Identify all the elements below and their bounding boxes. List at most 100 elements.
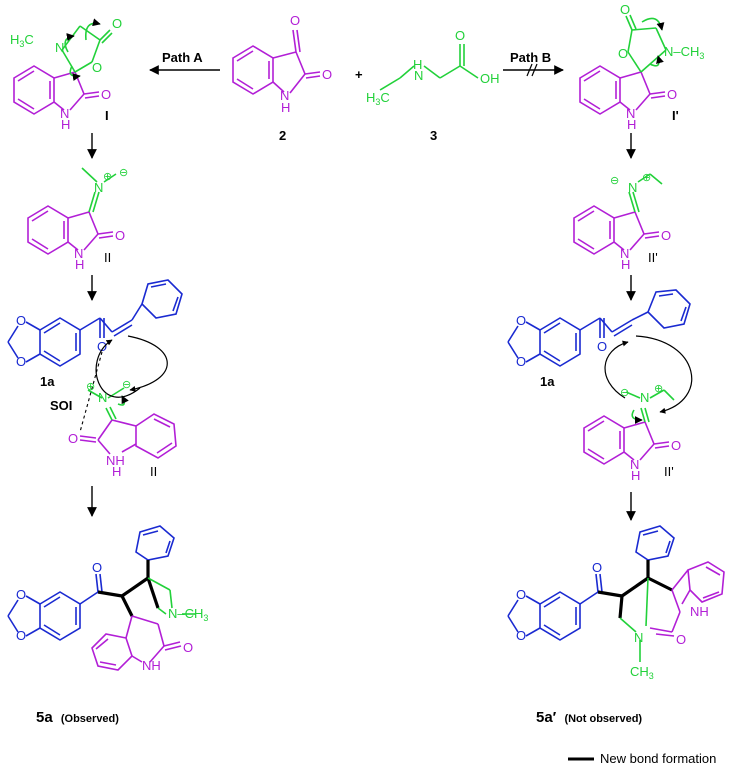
ylide-II-assembly bbox=[79, 335, 177, 459]
5a-o2: O bbox=[16, 628, 26, 643]
isatin-amide-o: O bbox=[322, 67, 332, 82]
sarcosine-methyl: H3C bbox=[366, 90, 390, 107]
5a-o1: O bbox=[16, 587, 26, 602]
II-minus: ⊖ bbox=[119, 167, 128, 179]
sarcosine-nh: H bbox=[413, 57, 422, 72]
1a-right-carbonyl: O bbox=[597, 339, 607, 354]
5ap-amide-o: O bbox=[676, 632, 686, 647]
1a-left-o2: O bbox=[16, 354, 26, 369]
II-asm-h: H bbox=[112, 464, 121, 479]
II-asm-o: O bbox=[68, 431, 78, 446]
II-n: N bbox=[94, 180, 103, 195]
5ap-o2: O bbox=[516, 628, 526, 643]
oxazolidinone-I bbox=[13, 18, 113, 115]
label-II-assembly: II bbox=[150, 464, 157, 479]
I-h: H bbox=[61, 117, 70, 132]
label-II: II bbox=[104, 250, 111, 265]
5ap-o1: O bbox=[516, 587, 526, 602]
5ap-n: N bbox=[634, 630, 643, 645]
5ap-ch3: CH3 bbox=[630, 664, 654, 681]
1a-left-carbonyl: O bbox=[97, 339, 107, 354]
sarcosine-o: O bbox=[455, 28, 465, 43]
1a-right-o1: O bbox=[516, 313, 526, 328]
chalcone-1a-left bbox=[7, 279, 183, 367]
label-I-prime: I' bbox=[672, 108, 679, 123]
II-asm-n: N bbox=[98, 390, 107, 405]
label-5a-prime-id: 5a′ bbox=[536, 709, 557, 726]
ylide-II-prime-assembly bbox=[583, 335, 693, 465]
label-5a-id: 5a bbox=[36, 709, 53, 726]
IIp-plus: ⊕ bbox=[642, 172, 651, 184]
sarcosine-oh: OH bbox=[480, 71, 500, 86]
path-a-label: Path A bbox=[162, 50, 203, 65]
sarcosine-3 bbox=[379, 44, 479, 91]
Ip-n: N bbox=[626, 106, 635, 121]
Ip-amide-o: O bbox=[667, 87, 677, 102]
soi-label: SOI bbox=[50, 398, 72, 413]
II-amide-o: O bbox=[115, 228, 125, 243]
label-2: 2 bbox=[279, 128, 286, 143]
1a-left-o1: O bbox=[16, 313, 26, 328]
isatin-h: H bbox=[281, 100, 290, 115]
Ip-n-ch3: N–CH3 bbox=[664, 44, 704, 61]
I-carbonyl-o: O bbox=[112, 16, 122, 31]
label-3: 3 bbox=[430, 128, 437, 143]
label-II-prime-assembly: II' bbox=[664, 464, 674, 479]
I-n-h: N bbox=[60, 106, 69, 121]
5a-amide-o: O bbox=[183, 640, 193, 655]
label-II-prime: II' bbox=[648, 250, 658, 265]
Ip-h: H bbox=[627, 117, 636, 132]
plus-sign: + bbox=[355, 67, 363, 82]
5a-nh: NH bbox=[142, 658, 161, 673]
IIp-asm-n-h: N bbox=[630, 457, 639, 472]
label-1a-left: 1a bbox=[40, 374, 55, 389]
oxazolidinone-I-prime bbox=[579, 14, 667, 115]
path-b-cross-2 bbox=[531, 63, 538, 77]
5a-carbonyl: O bbox=[92, 560, 102, 575]
5ap-nh: NH bbox=[690, 604, 709, 619]
Ip-ring-o: O bbox=[618, 46, 628, 61]
II-asm-nh: NH bbox=[106, 453, 125, 468]
IIp-n: N bbox=[628, 180, 637, 195]
ylide-II-prime bbox=[573, 173, 663, 255]
IIp-minus: ⊖ bbox=[610, 175, 619, 187]
label-5a: 5a (Observed) bbox=[36, 709, 119, 726]
IIp-asm-plus: ⊕ bbox=[654, 383, 663, 395]
1a-right-o2: O bbox=[516, 354, 526, 369]
I-methyl: H3C bbox=[10, 32, 34, 49]
IIp-asm-o: O bbox=[671, 438, 681, 453]
IIp-nh: N bbox=[620, 246, 629, 261]
label-5a-prime: 5a′ (Not observed) bbox=[536, 709, 642, 726]
IIp-asm-h: H bbox=[631, 468, 640, 483]
label-1a-right: 1a bbox=[540, 374, 555, 389]
product-5a-prime bbox=[507, 525, 725, 662]
isatin-2 bbox=[232, 29, 321, 95]
5ap-carbonyl: O bbox=[592, 560, 602, 575]
I-ring-o: O bbox=[92, 60, 102, 75]
IIp-asm-minus: ⊖ bbox=[620, 387, 629, 399]
label-I: I bbox=[105, 108, 109, 123]
IIp-amide-o: O bbox=[661, 228, 671, 243]
IIp-h: H bbox=[621, 257, 630, 272]
II-h: H bbox=[75, 257, 84, 272]
path-b-label: Path B bbox=[510, 50, 551, 65]
isatin-ketone-o: O bbox=[290, 13, 300, 28]
II-asm-minus: ⊖ bbox=[122, 379, 131, 391]
legend-label: New bond formation bbox=[600, 751, 716, 766]
II-asm-plus: ⊕ bbox=[86, 381, 95, 393]
label-5a-note: (Observed) bbox=[61, 713, 119, 725]
I-amide-o: O bbox=[101, 87, 111, 102]
label-5a-prime-note: (Not observed) bbox=[564, 713, 642, 725]
product-5a bbox=[7, 525, 196, 671]
Ip-carbonyl-o: O bbox=[620, 2, 630, 17]
IIp-asm-n: N bbox=[640, 390, 649, 405]
ylide-II bbox=[27, 167, 117, 255]
I-n: N bbox=[55, 40, 64, 55]
II-nh: N bbox=[74, 246, 83, 261]
path-b-cross-1 bbox=[526, 63, 533, 77]
II-plus: ⊕ bbox=[103, 171, 112, 183]
isatin-n: N bbox=[280, 88, 289, 103]
5a-n-ch3: N–CH3 bbox=[168, 606, 208, 623]
sarcosine-n: N bbox=[414, 68, 423, 83]
